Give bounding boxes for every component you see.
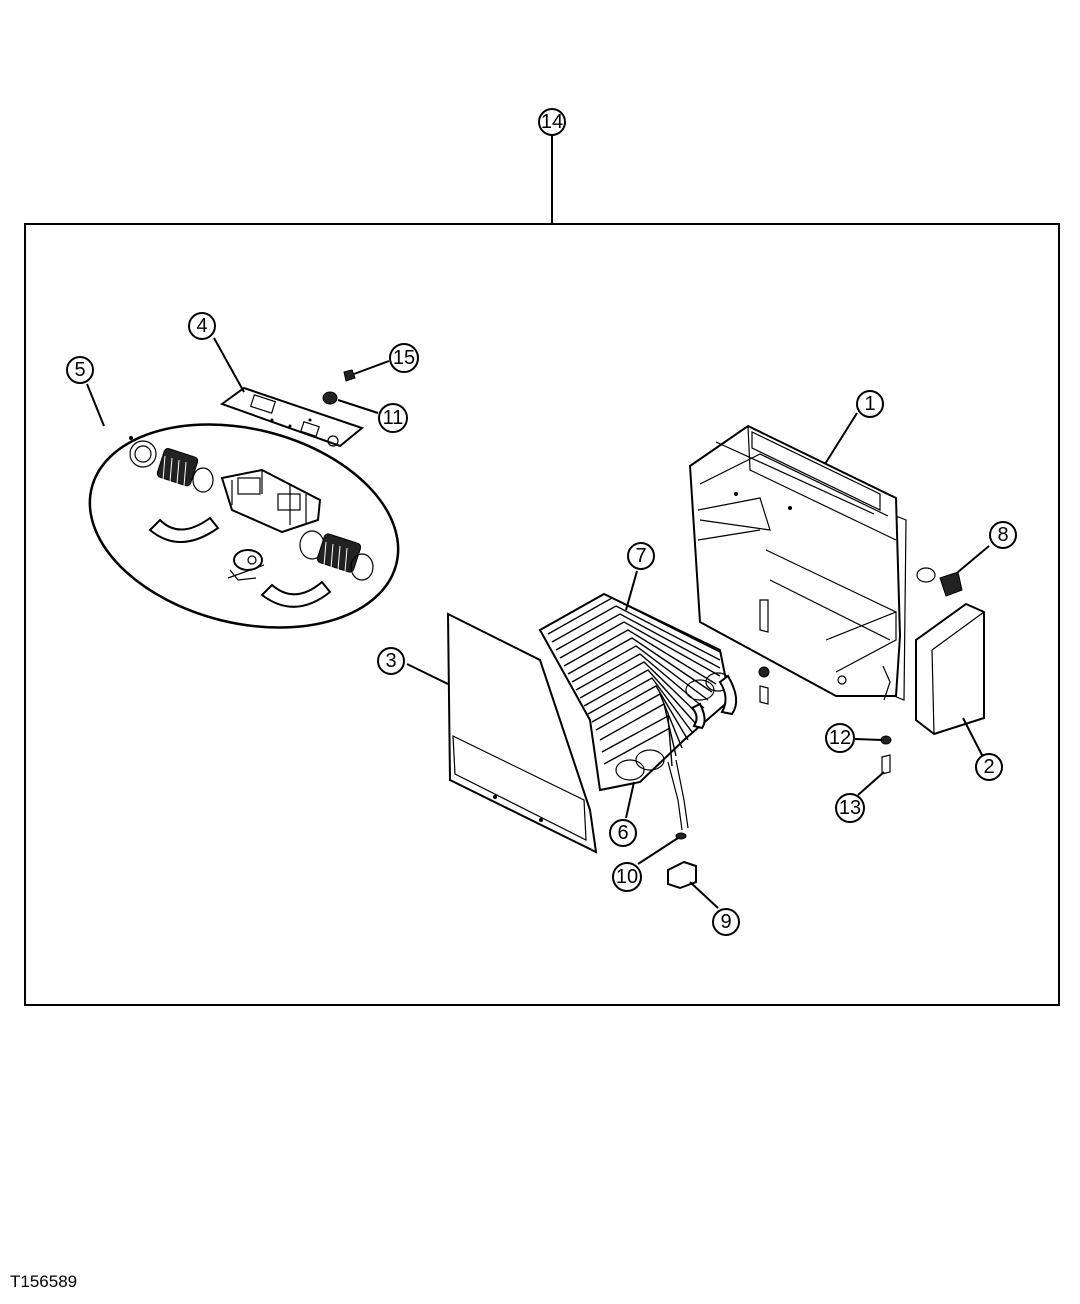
assembly-frame xyxy=(24,223,1060,1006)
callout-7: 7 xyxy=(627,542,655,570)
switch-part xyxy=(916,567,963,597)
svg-text:4: 4 xyxy=(196,315,207,337)
callout-5: 5 xyxy=(66,356,94,384)
figure-id-label: T156589 xyxy=(10,1272,78,1291)
callout-15: 15 xyxy=(389,343,419,373)
blower-group-part xyxy=(88,423,400,629)
svg-text:6: 6 xyxy=(617,822,628,844)
nut-part xyxy=(880,735,892,745)
cover-part xyxy=(915,602,985,736)
clip-part xyxy=(343,369,356,382)
callout-1: 1 xyxy=(856,390,884,418)
callout-9: 9 xyxy=(712,908,740,936)
svg-text:11: 11 xyxy=(383,407,404,429)
heater-core-part xyxy=(538,592,738,831)
callout-4: 4 xyxy=(188,312,216,340)
svg-text:13: 13 xyxy=(839,797,861,819)
callout-10: 10 xyxy=(612,862,642,892)
callout-11: 11 xyxy=(378,403,408,433)
svg-text:1: 1 xyxy=(864,393,875,415)
callout-14: 14 xyxy=(538,108,566,136)
svg-text:10: 10 xyxy=(616,866,638,888)
callout-13: 13 xyxy=(835,793,865,823)
housing-box-part xyxy=(688,424,907,705)
callout-2: 2 xyxy=(975,753,1003,781)
svg-text:9: 9 xyxy=(720,911,731,933)
callout-6: 6 xyxy=(609,819,637,847)
top-plate-part xyxy=(219,386,365,448)
grommet-part xyxy=(322,391,338,405)
svg-text:5: 5 xyxy=(74,359,85,381)
svg-text:7: 7 xyxy=(635,545,646,567)
svg-text:15: 15 xyxy=(393,347,415,369)
callout-12: 12 xyxy=(825,723,855,753)
plug-part xyxy=(881,754,891,775)
callout-3: 3 xyxy=(377,647,405,675)
svg-text:3: 3 xyxy=(385,650,396,672)
callout-8: 8 xyxy=(989,521,1017,549)
svg-text:14: 14 xyxy=(541,111,563,133)
panel-part xyxy=(446,612,598,854)
svg-text:8: 8 xyxy=(997,524,1008,546)
connector-part xyxy=(667,860,697,890)
svg-text:2: 2 xyxy=(983,756,994,778)
washer-part xyxy=(675,832,687,840)
svg-text:12: 12 xyxy=(829,727,851,749)
